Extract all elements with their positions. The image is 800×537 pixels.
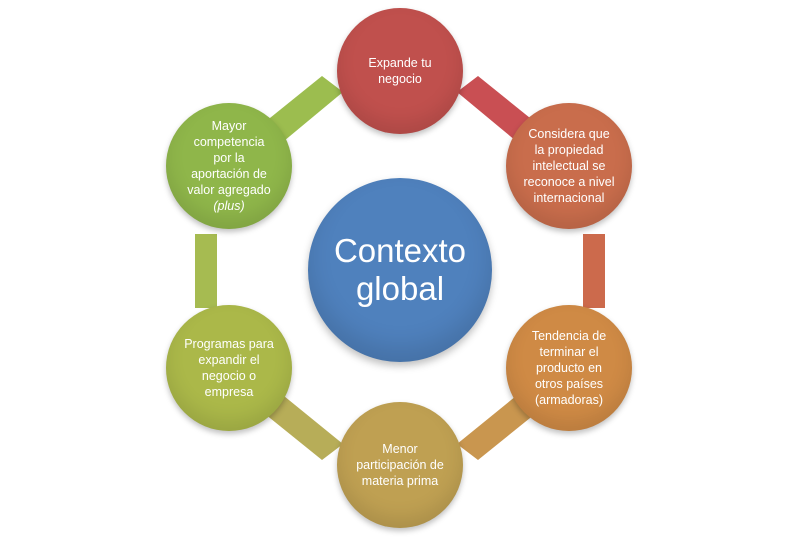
node-text: negocio (378, 72, 422, 86)
node-text: Expande tu (368, 56, 432, 70)
node-text: participación de (356, 458, 444, 472)
node-text: empresa (204, 385, 254, 399)
connector-6 (265, 76, 343, 141)
node-text: intelectual se (532, 159, 606, 173)
connector-4 (265, 396, 343, 460)
node-text: valor agregado (187, 183, 271, 197)
node-text: (armadoras) (534, 393, 604, 407)
center-title-line2: global (355, 270, 445, 307)
node-text: aportación de (191, 167, 267, 181)
node-text: Tendencia de (531, 329, 607, 343)
connector-2 (583, 234, 605, 308)
node-text: otros países (534, 377, 604, 391)
node-text: competencia (193, 135, 265, 149)
node-expande-negocio: Expande tu negocio (337, 8, 463, 134)
connector-3 (457, 396, 535, 460)
node-text: expandir el (198, 353, 260, 367)
node-menor-participacion: Menor participación de materia prima (337, 402, 463, 528)
node-tendencia-terminar: Tendencia de terminar el producto en otr… (506, 305, 632, 431)
node-text: materia prima (361, 474, 439, 488)
center-circle: Contexto global (308, 178, 492, 362)
connector-1 (457, 76, 535, 141)
node-text: Menor (382, 442, 418, 456)
node-programas-expandir: Programas para expandir el negocio o emp… (166, 305, 292, 431)
node-text: negocio o (201, 369, 257, 383)
node-text: reconoce a nivel (523, 175, 615, 189)
node-mayor-competencia: Mayor competencia por la aportación de v… (166, 103, 292, 229)
node-text: internacional (533, 191, 605, 205)
node-text-italic: (plus) (213, 199, 245, 213)
center-title-line1: Contexto (333, 232, 467, 269)
node-text: terminar el (539, 345, 599, 359)
node-text: la propiedad (534, 143, 604, 157)
connector-5 (195, 234, 217, 308)
node-text: Mayor (211, 119, 247, 133)
node-text: Considera que (528, 127, 610, 141)
node-text: producto en (535, 361, 603, 375)
node-text: Programas para (184, 337, 274, 351)
node-propiedad-intelectual: Considera que la propiedad intelectual s… (506, 103, 632, 229)
node-text: por la (213, 151, 245, 165)
